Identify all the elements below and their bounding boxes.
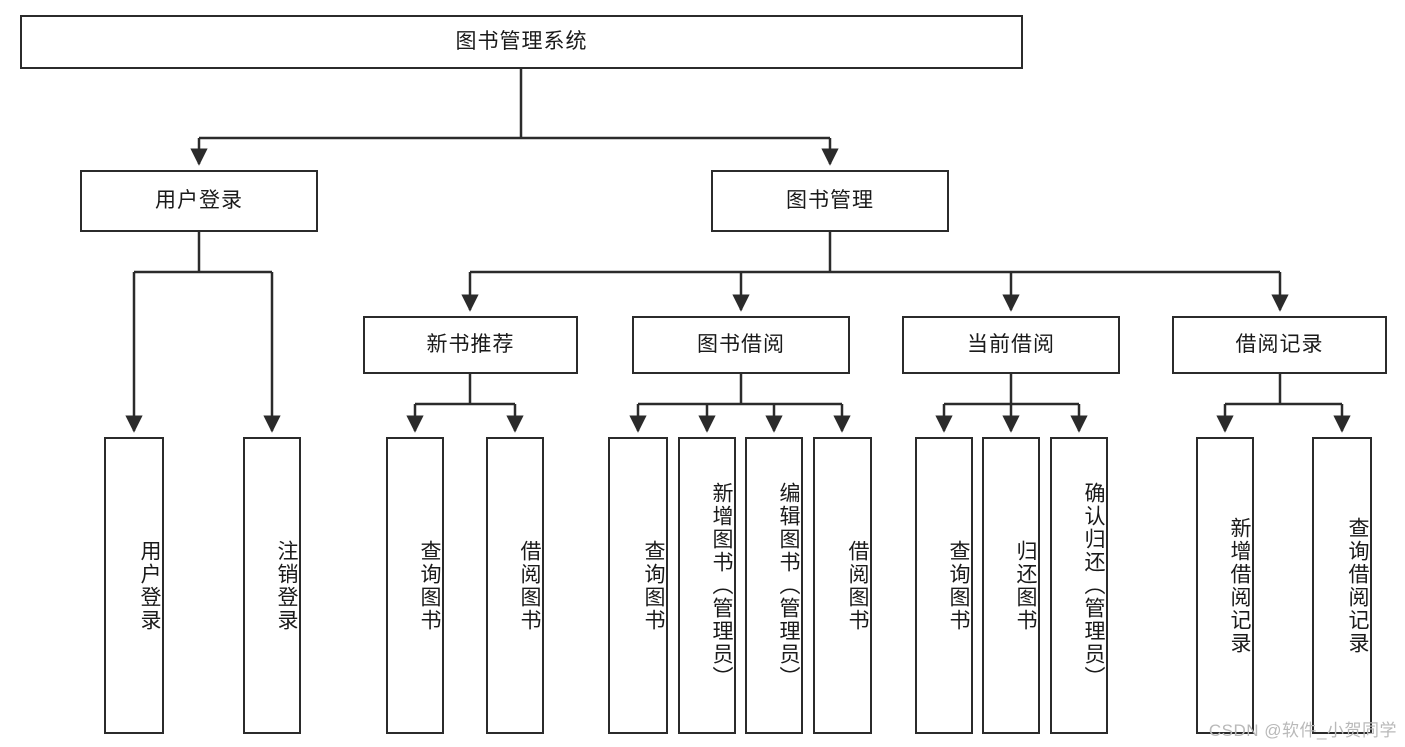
node-new-book-recommend-label: 新书推荐 (426, 332, 515, 356)
leaf-borrow-book-recommend[interactable]: 借阅图书 (486, 437, 544, 734)
leaf-query-book-recommend-label: 查询图书 (418, 539, 441, 632)
node-borrow-record[interactable]: 借阅记录 (1172, 316, 1387, 374)
leaf-query-book-current[interactable]: 查询图书 (915, 437, 973, 734)
leaf-user-login[interactable]: 用户登录 (104, 437, 164, 734)
leaf-add-borrow-record[interactable]: 新增借阅记录 (1196, 437, 1254, 734)
leaf-return-book[interactable]: 归还图书 (982, 437, 1040, 734)
node-borrow-record-label: 借阅记录 (1235, 332, 1324, 356)
node-user-login-label: 用户登录 (155, 188, 243, 212)
node-current-borrow[interactable]: 当前借阅 (902, 316, 1120, 374)
node-user-login[interactable]: 用户登录 (80, 170, 318, 232)
leaf-borrow-book-recommend-label: 借阅图书 (518, 539, 541, 632)
leaf-confirm-return-admin-label: 确认归还（管理员） (1082, 482, 1105, 689)
leaf-query-book-borrow-label: 查询图书 (642, 539, 665, 632)
node-book-manage[interactable]: 图书管理 (711, 170, 949, 232)
leaf-borrow-book[interactable]: 借阅图书 (813, 437, 872, 734)
leaf-logout[interactable]: 注销登录 (243, 437, 301, 734)
node-book-borrow-label: 图书借阅 (697, 332, 785, 356)
leaf-query-borrow-record-label: 查询借阅记录 (1346, 516, 1369, 655)
node-root-label: 图书管理系统 (455, 29, 588, 53)
watermark: CSDN @软件_小贺同学 (1208, 721, 1397, 740)
leaf-borrow-book-label: 借阅图书 (846, 539, 869, 632)
leaf-add-borrow-record-label: 新增借阅记录 (1228, 516, 1251, 655)
leaf-edit-book-admin-label: 编辑图书（管理员） (777, 482, 800, 689)
node-current-borrow-label: 当前借阅 (967, 332, 1055, 356)
leaf-query-borrow-record[interactable]: 查询借阅记录 (1312, 437, 1372, 734)
leaf-query-book-recommend[interactable]: 查询图书 (386, 437, 444, 734)
node-book-borrow[interactable]: 图书借阅 (632, 316, 850, 374)
node-book-manage-label: 图书管理 (786, 188, 874, 212)
leaf-user-login-label: 用户登录 (138, 539, 161, 632)
leaf-add-book-admin[interactable]: 新增图书（管理员） (678, 437, 736, 734)
leaf-query-book-current-label: 查询图书 (947, 539, 970, 632)
leaf-add-book-admin-label: 新增图书（管理员） (710, 482, 733, 689)
leaf-confirm-return-admin[interactable]: 确认归还（管理员） (1050, 437, 1108, 734)
node-root[interactable]: 图书管理系统 (20, 15, 1023, 69)
leaf-return-book-label: 归还图书 (1014, 539, 1037, 632)
leaf-edit-book-admin[interactable]: 编辑图书（管理员） (745, 437, 803, 734)
node-new-book-recommend[interactable]: 新书推荐 (363, 316, 578, 374)
leaf-logout-label: 注销登录 (275, 539, 298, 632)
leaf-query-book-borrow[interactable]: 查询图书 (608, 437, 668, 734)
